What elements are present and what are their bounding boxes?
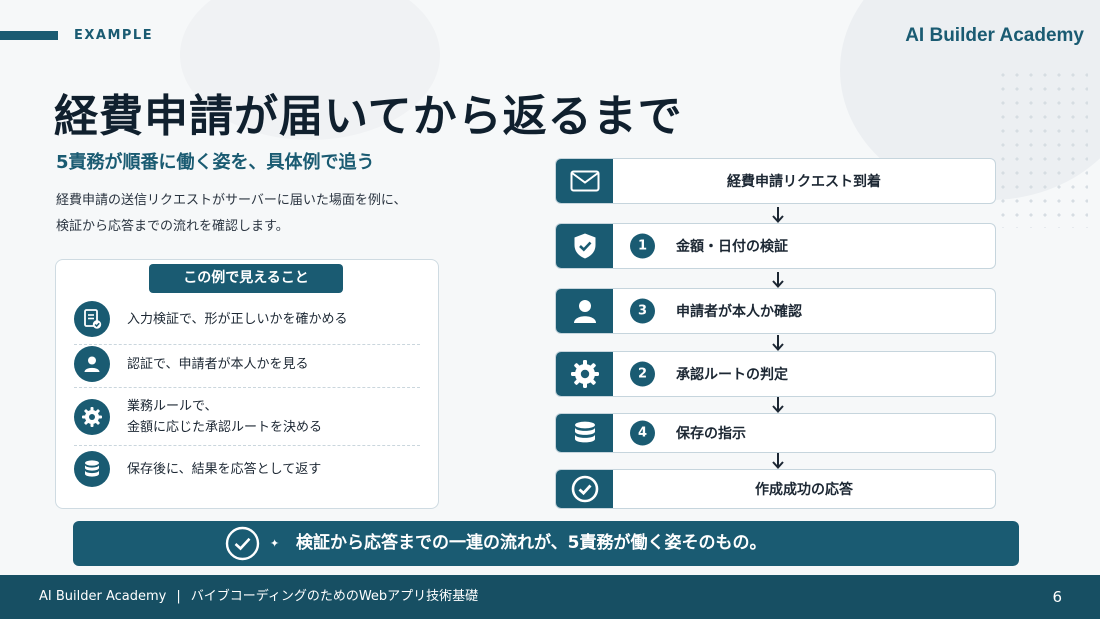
- card-item-line: 金額に応じた承認ルートを決める: [127, 420, 323, 435]
- card-heading: この例で見えること: [149, 264, 343, 293]
- step-number: 3: [630, 298, 655, 324]
- sparkle-icon: ✦: [270, 537, 280, 550]
- conclusion-banner: ✦ 検証から応答までの一連の流れが、5責務が働く姿そのもの。: [73, 521, 1019, 566]
- footer: AI Builder Academy | バイブコーディングのためのWebアプリ技術…: [0, 575, 1100, 619]
- check-circle-icon: [225, 526, 260, 561]
- document-check-icon: [74, 301, 110, 337]
- card-item: 認証で、申請者が本人かを見る: [74, 346, 422, 382]
- flow-step-label: 申請者が本人か確認: [676, 304, 802, 320]
- arrow-down-icon: [772, 335, 784, 351]
- flow-step-label: 承認ルートの判定: [676, 367, 788, 383]
- section-accent-bar: [0, 31, 58, 40]
- card-item-text: 入力検証で、形が正しいかを確かめる: [127, 311, 348, 327]
- description: 経費申請の送信リクエストがサーバーに届いた場面を例に、 検証から応答までの流れを…: [56, 188, 496, 240]
- section-label: EXAMPLE: [74, 28, 154, 43]
- flow-step-authentication: 3 申請者が本人か確認: [555, 288, 996, 334]
- flow-step-response: 作成成功の応答: [555, 469, 996, 509]
- gear-icon: [556, 352, 613, 396]
- gear-icon: [74, 399, 110, 435]
- dot-pattern: [996, 68, 1088, 228]
- divider: [74, 387, 420, 388]
- arrow-down-icon: [772, 207, 784, 223]
- card-item-text: 保存後に、結果を応答として返す: [127, 461, 322, 477]
- mail-icon: [556, 159, 613, 203]
- card-item-text: 認証で、申請者が本人かを見る: [127, 356, 309, 372]
- step-number: 1: [630, 233, 655, 259]
- arrow-down-icon: [772, 272, 784, 288]
- flow-step-label: 経費申請リクエスト到着: [727, 174, 881, 190]
- flow-step-persistence: 4 保存の指示: [555, 413, 996, 453]
- page-subtitle: 5責務が順番に働く姿を、具体例で追う: [56, 152, 375, 173]
- divider: [74, 344, 420, 345]
- arrow-down-icon: [772, 397, 784, 413]
- summary-card: この例で見えること 入力検証で、形が正しいかを確かめる 認証で、申請者が本人かを…: [55, 259, 439, 509]
- flow-step-label: 金額・日付の検証: [676, 239, 788, 255]
- check-circle-icon: [556, 470, 613, 508]
- divider: [74, 445, 420, 446]
- description-line: 経費申請の送信リクエストがサーバーに届いた場面を例に、: [56, 193, 407, 208]
- footer-course: バイブコーディングのためのWebアプリ技術基礎: [190, 589, 479, 604]
- page-title: 経費申請が届いてから返るまで: [54, 91, 683, 142]
- database-icon: [74, 451, 110, 487]
- database-icon: [556, 414, 613, 452]
- page-number: 6: [1052, 588, 1062, 606]
- shield-check-icon: [556, 224, 613, 268]
- arrow-down-icon: [772, 453, 784, 469]
- background-shape: [180, 0, 440, 140]
- card-item-text: 業務ルールで、 金額に応じた承認ルートを決める: [127, 396, 322, 438]
- flow-step-business-rule: 2 承認ルートの判定: [555, 351, 996, 397]
- person-icon: [74, 346, 110, 382]
- flow-step-request: 経費申請リクエスト到着: [555, 158, 996, 204]
- card-item: 入力検証で、形が正しいかを確かめる: [74, 301, 422, 337]
- footer-text: AI Builder Academy | バイブコーディングのためのWebアプリ技術…: [39, 575, 478, 619]
- card-item: 業務ルールで、 金額に応じた承認ルートを決める: [74, 396, 422, 438]
- flow-step-label: 保存の指示: [676, 426, 746, 442]
- brand-logo-text: AI Builder Academy: [905, 25, 1084, 46]
- footer-brand: AI Builder Academy: [39, 589, 167, 604]
- step-number: 2: [630, 361, 655, 387]
- flow-step-validation: 1 金額・日付の検証: [555, 223, 996, 269]
- step-number: 4: [630, 420, 655, 446]
- footer-separator: |: [176, 589, 181, 604]
- banner-text: 検証から応答までの一連の流れが、5責務が働く姿そのもの。: [296, 533, 767, 553]
- card-item-line: 業務ルールで、: [127, 399, 218, 414]
- person-icon: [556, 289, 613, 333]
- description-line: 検証から応答までの流れを確認します。: [56, 219, 289, 234]
- card-item: 保存後に、結果を応答として返す: [74, 451, 422, 487]
- flow-step-label: 作成成功の応答: [755, 482, 853, 498]
